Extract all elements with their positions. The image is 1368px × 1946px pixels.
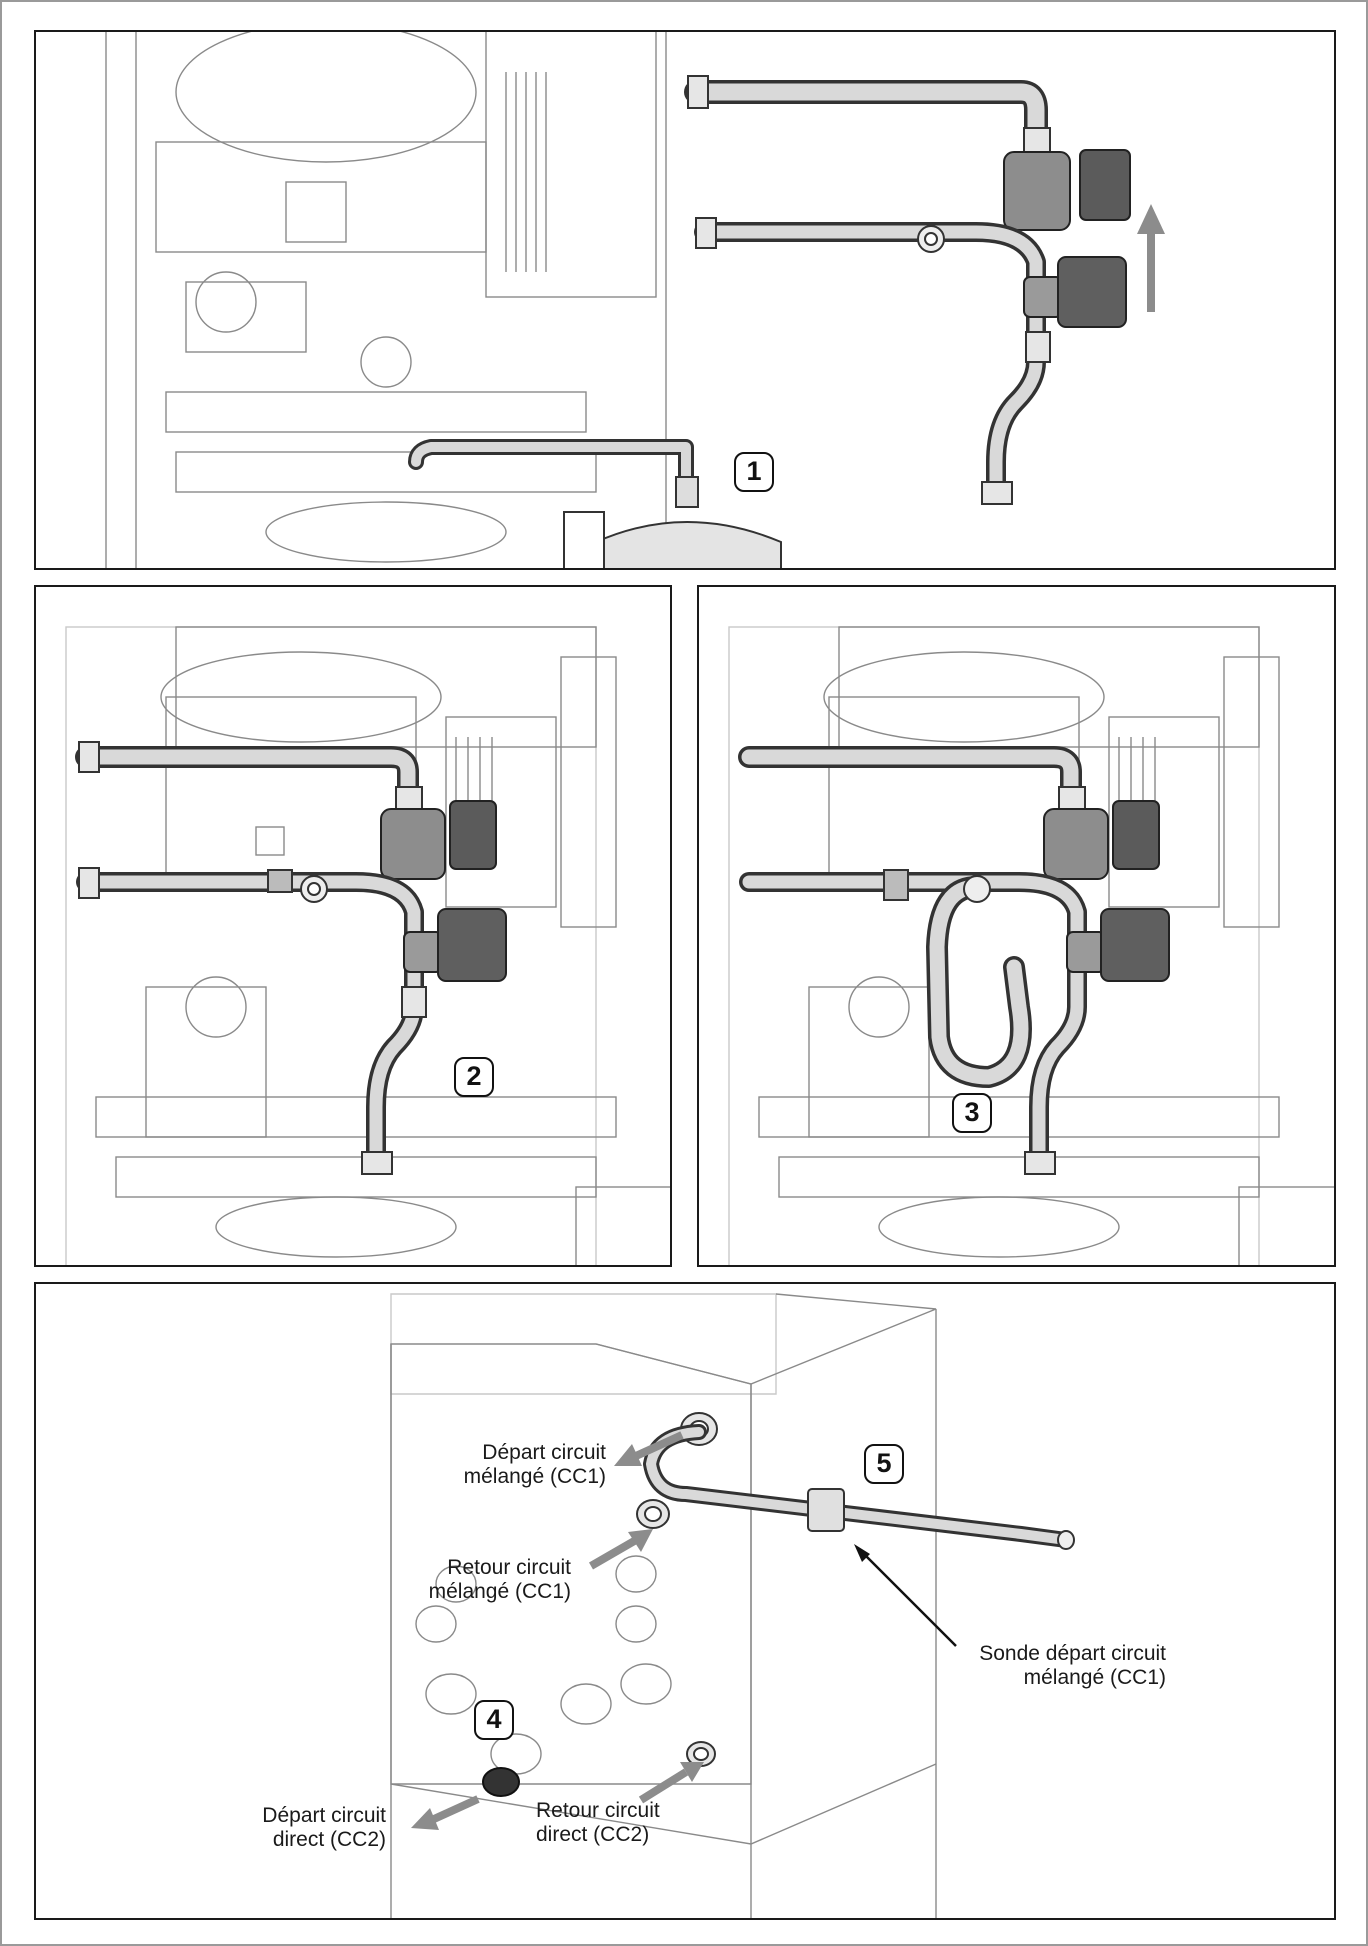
label-line: direct (CC2) <box>536 1823 650 1846</box>
label-line: Départ circuit <box>482 1441 606 1464</box>
connection-arrows <box>411 1431 957 1830</box>
panel-step-1: 1 <box>34 30 1336 570</box>
panel-connections: 5 4 Départ circuit mélangé (CC1) Retour … <box>34 1282 1336 1920</box>
heat-pump-unit-line-art <box>65 626 670 1265</box>
panel-2-drawing <box>65 626 670 1265</box>
step-badge-3: 3 <box>952 1093 992 1133</box>
unit-rear-panel-line-art <box>390 1293 937 1918</box>
flow-sensor-pipe <box>643 1424 1075 1550</box>
label-line: mélangé (CC1) <box>428 1580 571 1603</box>
label-line: Retour circuit <box>447 1556 571 1579</box>
panel-1-drawing <box>105 32 1165 568</box>
step-badge-4: 4 <box>474 1700 514 1740</box>
label-line: Sonde départ circuit <box>979 1642 1166 1665</box>
label-depart-circuit-melange: Départ circuit mélangé (CC1) <box>406 1441 606 1489</box>
panel-4-drawing <box>390 1293 1075 1918</box>
label-retour-circuit-direct: Retour circuit direct (CC2) <box>536 1799 736 1847</box>
heat-pump-unit-line-art <box>105 32 667 568</box>
label-line: Départ circuit <box>262 1804 386 1827</box>
label-sonde-depart-circuit-melange: Sonde départ circuit mélangé (CC1) <box>896 1642 1166 1690</box>
hydraulic-connectors <box>482 1412 718 1797</box>
label-line: mélangé (CC1) <box>463 1465 606 1488</box>
step-badge-5: 5 <box>864 1444 904 1484</box>
step-badge-2: 2 <box>454 1057 494 1097</box>
pump-assembly-installed <box>75 741 507 1175</box>
step-badge-1: 1 <box>734 452 774 492</box>
label-line: direct (CC2) <box>272 1828 386 1851</box>
label-line: Retour circuit <box>536 1799 660 1822</box>
panel-step-3: 3 <box>697 585 1336 1267</box>
label-retour-circuit-melange: Retour circuit mélangé (CC1) <box>371 1556 571 1604</box>
label-line: mélangé (CC1) <box>1023 1666 1166 1689</box>
label-depart-circuit-direct: Départ circuit direct (CC2) <box>186 1804 386 1852</box>
panel-3-drawing <box>728 626 1334 1265</box>
pump-assembly-with-flexible-hose <box>738 746 1170 1175</box>
pump-assembly-removed <box>684 75 1131 505</box>
panel-step-2: 2 <box>34 585 672 1267</box>
expansion-vessel <box>408 439 782 568</box>
lift-up-arrow <box>1137 204 1165 312</box>
